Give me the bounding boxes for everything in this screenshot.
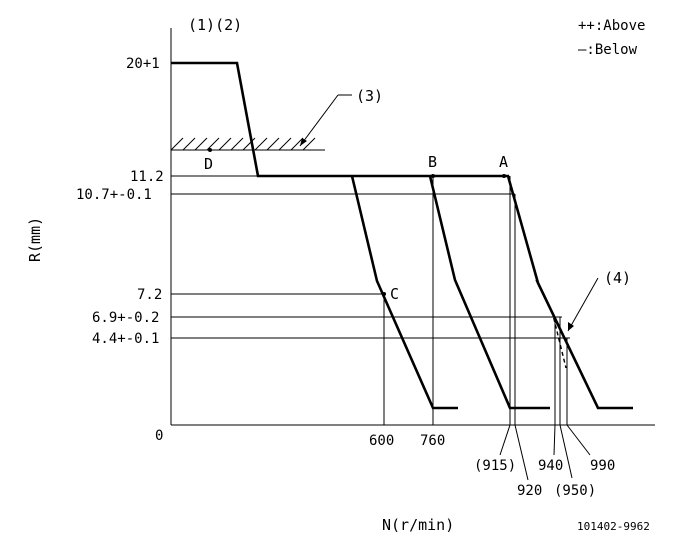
point-d-dot: [208, 148, 212, 152]
leader-920: [514, 424, 529, 481]
dashed-curve: [535, 279, 567, 369]
y-tick-6-9: 6.9+-0.2: [92, 310, 159, 326]
x-tick-940: 940: [538, 458, 563, 474]
note-3: (3): [356, 87, 383, 105]
x-axis-title: N(r/min): [382, 516, 454, 534]
point-b-label: B: [428, 153, 437, 171]
point-d-label: D: [204, 155, 213, 173]
point-b-dot: [431, 174, 435, 178]
x-tick-990: 990: [590, 458, 615, 474]
y-tick-4-4: 4.4+-0.1: [92, 331, 159, 347]
x-tick-920: 920: [517, 483, 542, 499]
x-tick-915: (915): [474, 458, 516, 474]
notes-1-2: (1)(2): [188, 16, 242, 34]
point-c-label: C: [390, 285, 399, 303]
x-tick-760: 760: [420, 433, 445, 449]
y-tick-7-2: 7.2: [137, 287, 162, 303]
note-4: (4): [604, 269, 631, 287]
curve-760: [428, 175, 550, 410]
leader-990: [566, 424, 591, 456]
leader-950: [559, 424, 573, 479]
arrow-3: [300, 138, 307, 146]
legend-below: —:Below: [578, 42, 638, 58]
main-curve: [171, 61, 633, 410]
y-tick-11-2: 11.2: [130, 169, 164, 185]
drawing-number: 101402-9962: [577, 520, 650, 533]
point-c-dot: [382, 292, 386, 296]
hatch-marks: [170, 137, 316, 151]
leader-915: [499, 424, 511, 456]
leader-3: [299, 94, 339, 147]
arrow-4: [568, 322, 574, 331]
x-tick-950: (950): [554, 483, 596, 499]
curve-600: [350, 175, 458, 410]
point-a-label: A: [499, 153, 508, 171]
y-axis-title: R(mm): [26, 217, 44, 262]
y-tick-10-7: 10.7+-0.1: [76, 187, 152, 203]
x-tick-600: 600: [369, 433, 394, 449]
y-tick-20: 20+1: [126, 56, 160, 72]
leader-4: [567, 277, 599, 332]
point-a-dot: [502, 174, 506, 178]
leader-940: [553, 424, 556, 456]
legend-above: ++:Above: [578, 18, 645, 34]
origin-label: 0: [155, 428, 163, 444]
